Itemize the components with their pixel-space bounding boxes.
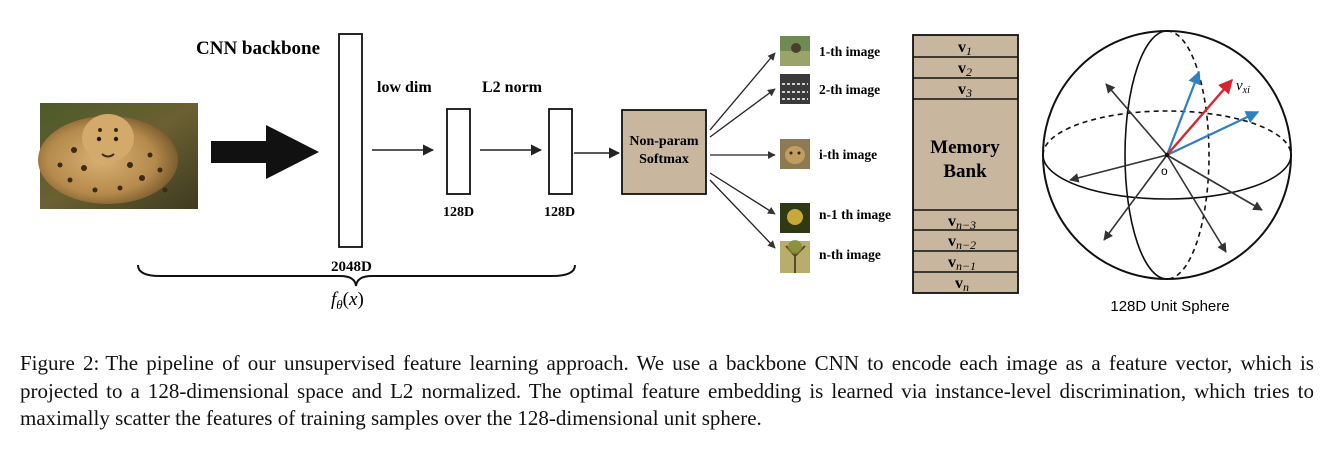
memory-slot-v1: v1 (958, 39, 972, 58)
softmax-label-line2: Softmax (639, 152, 689, 167)
non-param-softmax-box (621, 109, 707, 195)
backbone-brace (137, 264, 576, 287)
l2-norm-label: L2 norm (482, 79, 543, 96)
highlight-vector-label: vxi (1236, 78, 1250, 96)
memory-bank-title-line2: Bank (943, 161, 987, 182)
memory-bank: v1 v2 v3 Memory Bank vn−3 vn−2 vn−1 vn (912, 34, 1019, 294)
sphere-caption: 128D Unit Sphere (1110, 298, 1229, 315)
pipeline-diagram: CNN backbone 2048D low dim 128D L2 norm … (38, 30, 1292, 315)
svg-text:1-th image: 1-th image (819, 44, 880, 59)
figure-caption-text: The pipeline of our unsupervised feature… (20, 351, 1314, 430)
function-label: fθ(x) (331, 289, 364, 312)
cnn-backbone-label: CNN backbone (196, 38, 320, 59)
backbone-2048d-box (338, 33, 363, 248)
dim-128d-label-b: 128D (544, 205, 575, 220)
sphere-vector-blue-1 (1165, 70, 1201, 156)
input-arrow (211, 125, 319, 179)
memory-slot-v2: v2 (958, 60, 972, 79)
dim-2048d-label: 2048D (331, 259, 372, 275)
svg-text:n-th image: n-th image (819, 247, 881, 262)
figure-caption: Figure 2:The pipeline of our unsupervise… (20, 350, 1314, 433)
memory-slot-v3: v3 (958, 81, 972, 100)
instance-arrows (709, 52, 776, 249)
sphere-origin-label: o (1161, 164, 1168, 178)
instance-image-1: 1-th image (780, 36, 880, 66)
sphere-vector-highlight (1166, 78, 1233, 156)
dim-128d-label-a: 128D (443, 205, 474, 220)
memory-slot-vn-2: vn−2 (948, 233, 976, 252)
l2-norm-128d-box (548, 108, 573, 195)
memory-slot-vn-3: vn−3 (948, 213, 976, 232)
instance-image-n: n-th image (780, 240, 881, 273)
svg-text:2-th image: 2-th image (819, 82, 880, 97)
input-image-leopard (38, 103, 198, 209)
memory-slot-vn-1: vn−1 (948, 254, 976, 273)
low-dim-128d-box (446, 108, 471, 195)
instance-image-n-1: n-1 th image (780, 203, 891, 233)
sphere-vector-blue-2 (1166, 111, 1260, 156)
memory-slot-vn: vn (955, 275, 969, 294)
unit-sphere: vxi o (1042, 30, 1292, 280)
softmax-label-line1: Non-param (629, 134, 699, 149)
instance-image-i: i-th image (780, 139, 877, 169)
instance-image-2: 2-th image (780, 74, 880, 104)
memory-bank-title-line1: Memory (930, 137, 1000, 158)
low-dim-label: low dim (377, 79, 432, 96)
figure-caption-label: Figure 2: (20, 351, 100, 375)
sphere-origin-dot (1164, 152, 1170, 158)
svg-text:i-th image: i-th image (819, 147, 877, 162)
svg-text:n-1 th image: n-1 th image (819, 207, 891, 222)
